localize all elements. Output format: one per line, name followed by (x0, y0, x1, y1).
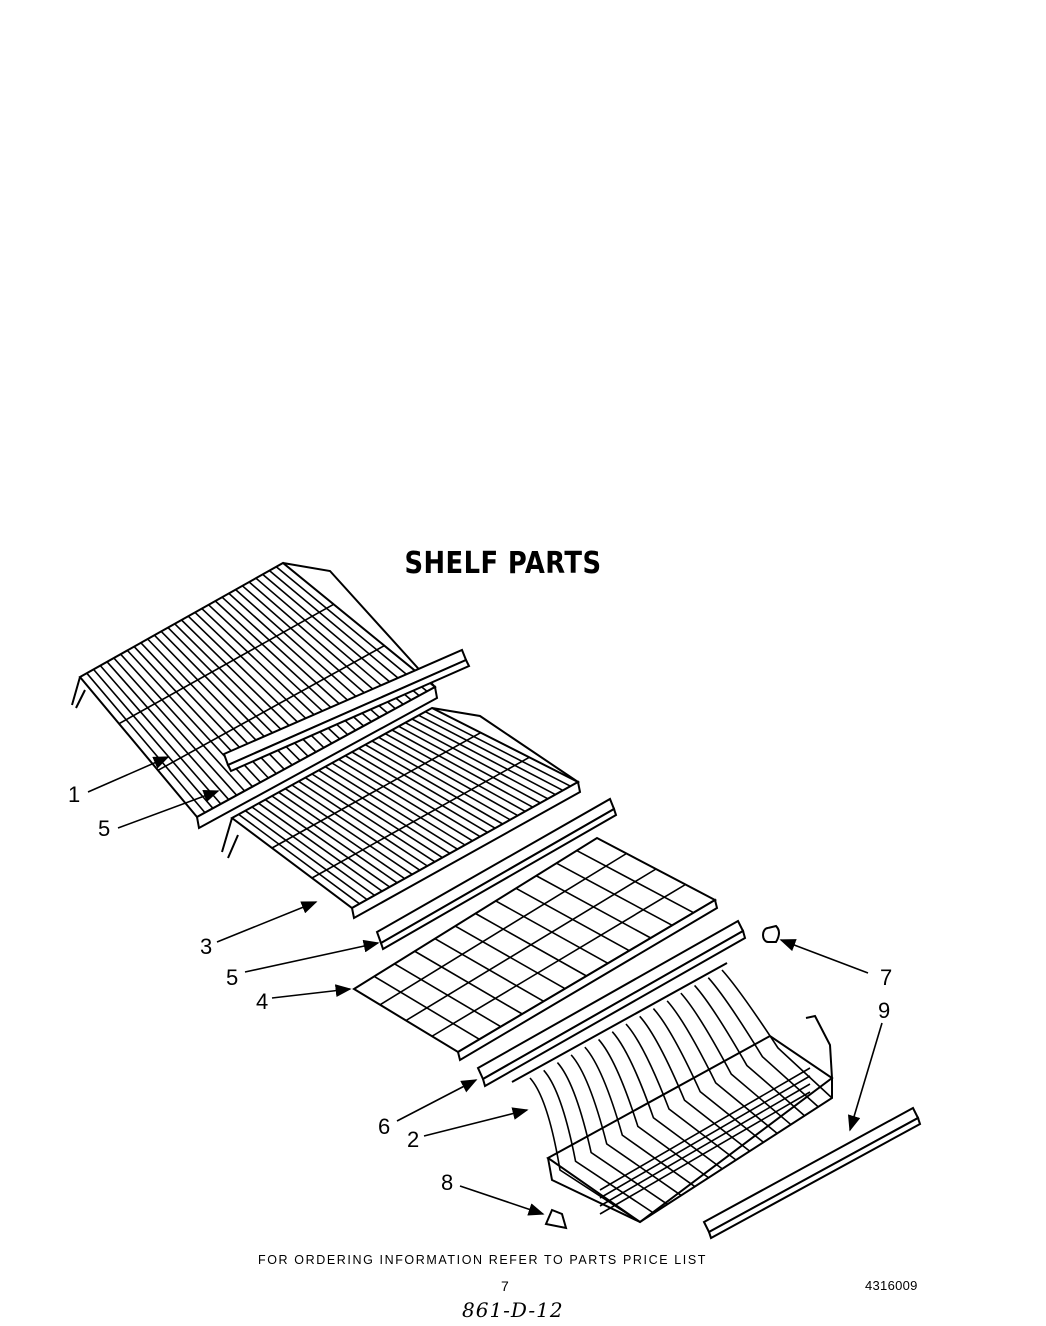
leader-3 (216, 901, 318, 943)
callout-label-6: 6 (378, 1114, 390, 1139)
callout-label-7: 7 (880, 965, 892, 990)
leader-1 (87, 756, 170, 793)
page-title: SHELF PARTS (404, 546, 602, 581)
leader-9 (847, 1022, 883, 1132)
leader-8 (459, 1185, 545, 1216)
document-number: 4316009 (865, 1278, 918, 1293)
callout-label-3: 3 (200, 934, 212, 959)
leader-5b (244, 939, 380, 973)
callout-label-1: 1 (68, 782, 80, 807)
basket-trim (702, 1106, 922, 1240)
end-cap (762, 924, 780, 943)
callout-label-2: 2 (407, 1127, 419, 1152)
leader-2 (423, 1107, 529, 1137)
callout-label-5b: 5 (226, 965, 238, 990)
handwritten-note: 861-D-12 (462, 1298, 564, 1322)
callout-label-4: 4 (256, 989, 268, 1014)
callout-label-5a: 5 (98, 816, 110, 841)
wire-basket (511, 962, 834, 1224)
wire-shelf-middle (221, 706, 582, 920)
leader-5a (117, 789, 220, 829)
shelf-trim-upper (222, 648, 471, 773)
callout-label-8: 8 (441, 1170, 453, 1195)
wire-shelf-lower (352, 836, 719, 1062)
shelf-trim-lower (476, 919, 747, 1088)
leader-4 (271, 984, 352, 999)
page-number: 7 (501, 1278, 509, 1294)
basket-stop (544, 1208, 568, 1230)
leader-7 (779, 939, 869, 974)
ordering-note: FOR ORDERING INFORMATION REFER TO PARTS … (258, 1253, 708, 1267)
callout-label-9: 9 (878, 998, 890, 1023)
shelf-trim-middle (375, 797, 618, 951)
leader-6 (396, 1079, 478, 1122)
